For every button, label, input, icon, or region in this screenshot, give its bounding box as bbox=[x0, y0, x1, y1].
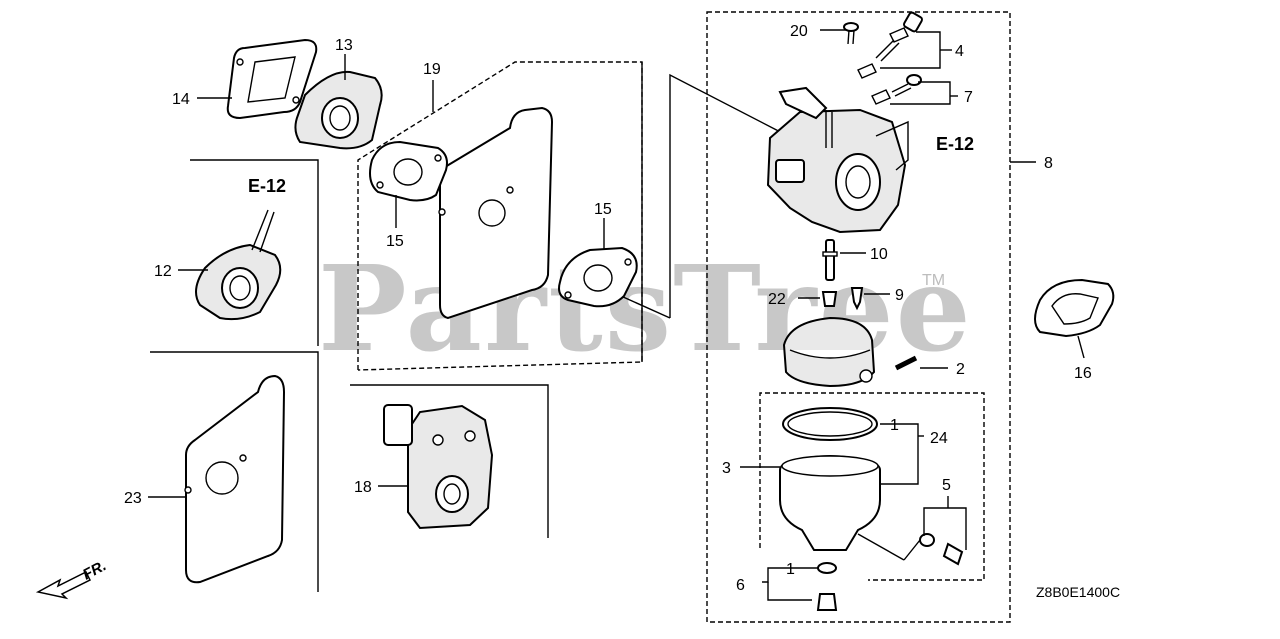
front-arrow-icon bbox=[35, 570, 92, 600]
part-14-gasket bbox=[226, 38, 318, 120]
callout-18: 18 bbox=[354, 479, 372, 496]
part-carburetor-body bbox=[766, 86, 907, 234]
part-9-needle bbox=[850, 287, 864, 311]
part-16-gasket bbox=[1034, 278, 1115, 338]
part-float bbox=[782, 316, 876, 388]
callout-5: 5 bbox=[942, 477, 951, 494]
section-ref-left[interactable]: E-12 bbox=[248, 176, 286, 196]
part-23-shield bbox=[184, 374, 286, 584]
diagram-code: Z8B0E1400C bbox=[1036, 584, 1120, 600]
part-float-bowl bbox=[779, 454, 881, 551]
part-1-oring bbox=[782, 407, 878, 441]
callout-23: 23 bbox=[124, 490, 142, 507]
part-15-gasket-a bbox=[369, 140, 448, 202]
part-13-insulator bbox=[294, 70, 383, 150]
callout-1-b: 1 bbox=[786, 561, 795, 578]
part-19-shield bbox=[438, 106, 554, 320]
callout-8: 8 bbox=[1044, 155, 1053, 172]
callout-10: 10 bbox=[870, 246, 888, 263]
part-2-pin bbox=[894, 355, 918, 371]
watermark-trademark: TM bbox=[922, 272, 945, 289]
callout-6: 6 bbox=[736, 577, 745, 594]
callout-15-a: 15 bbox=[386, 233, 404, 250]
callout-labels: 14 13 19 15 15 12 23 18 20 4 7 8 10 22 9… bbox=[124, 23, 1092, 594]
callout-7: 7 bbox=[964, 89, 973, 106]
part-6-bolt bbox=[816, 562, 838, 611]
callout-20: 20 bbox=[790, 23, 808, 40]
callout-13: 13 bbox=[335, 37, 353, 54]
callout-16: 16 bbox=[1074, 365, 1092, 382]
callout-15-b: 15 bbox=[594, 201, 612, 218]
callout-22: 22 bbox=[768, 291, 786, 308]
part-22-jet bbox=[821, 291, 838, 307]
callout-4: 4 bbox=[955, 43, 964, 60]
frame-lines bbox=[150, 11, 1011, 623]
part-18-block bbox=[383, 404, 494, 530]
part-15-gasket-b bbox=[558, 246, 638, 308]
part-12-insulator bbox=[195, 209, 282, 321]
callout-1-a: 1 bbox=[890, 417, 899, 434]
callout-3: 3 bbox=[722, 460, 731, 477]
part-10-nozzle bbox=[822, 239, 838, 281]
section-ref-upper[interactable]: E-12 bbox=[936, 134, 974, 154]
callout-14: 14 bbox=[172, 91, 190, 108]
callout-9: 9 bbox=[895, 287, 904, 304]
part-20-screw bbox=[843, 22, 859, 45]
callout-12: 12 bbox=[154, 263, 172, 280]
part-4-screw-set bbox=[857, 11, 923, 79]
callout-19: 19 bbox=[423, 61, 441, 78]
part-7-screw-set bbox=[871, 74, 922, 105]
leader-lines bbox=[148, 29, 1085, 601]
callout-2: 2 bbox=[956, 361, 965, 378]
part-5-drain-set bbox=[919, 533, 964, 566]
callout-24: 24 bbox=[930, 430, 948, 447]
